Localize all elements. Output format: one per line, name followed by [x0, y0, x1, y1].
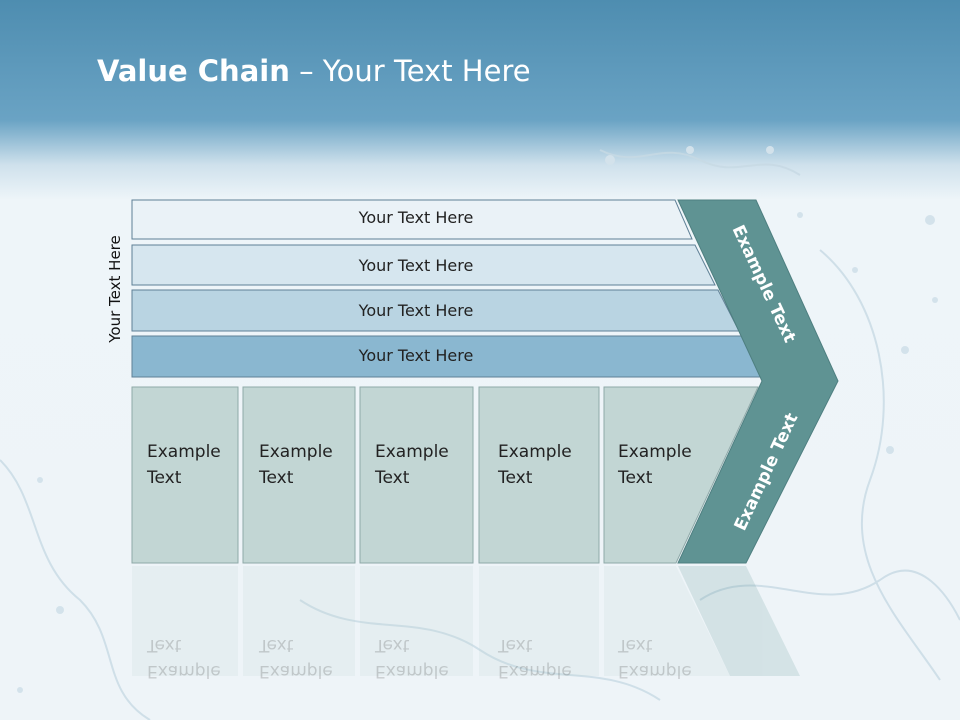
- page-title: Value Chain – Your Text Here: [97, 54, 531, 88]
- activity-box-3: [359, 386, 474, 564]
- title-bold: Value Chain: [97, 54, 290, 88]
- title-rest: – Your Text Here: [289, 54, 531, 88]
- reflection-group: [132, 566, 800, 676]
- support-row-1: [131, 199, 693, 240]
- support-row-4-label: Your Text Here: [358, 346, 474, 365]
- activity-box-2: [242, 386, 356, 564]
- support-row-3-label: Your Text Here: [358, 301, 474, 320]
- activity-box-5: [603, 386, 759, 564]
- support-row-1-label: Your Text Here: [358, 208, 474, 227]
- support-row-2-label: Your Text Here: [358, 256, 474, 275]
- margin-chevron: [677, 199, 839, 564]
- activity-box-1: [131, 386, 239, 564]
- activity-box-4: [478, 386, 600, 564]
- support-row-2: [131, 244, 716, 286]
